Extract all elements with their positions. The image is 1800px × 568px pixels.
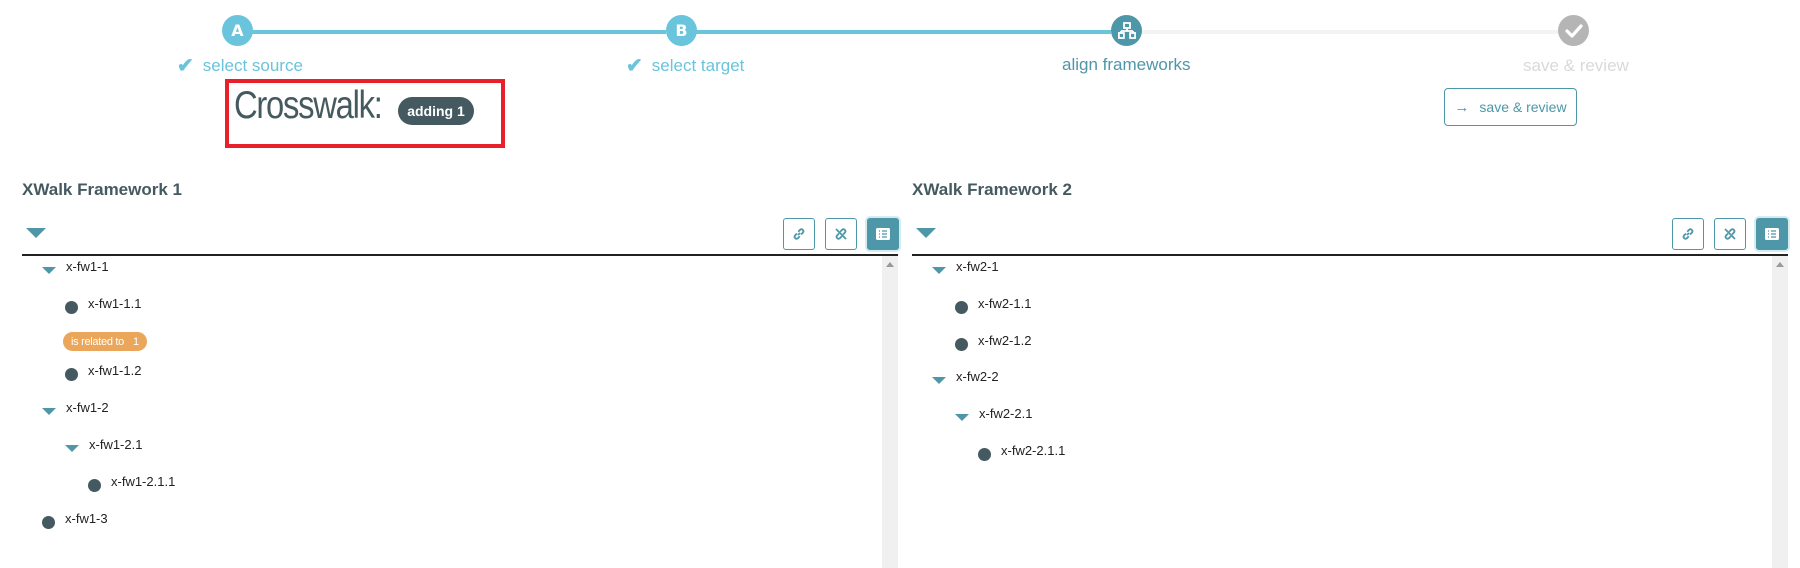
list-icon	[876, 228, 890, 240]
tree-node[interactable]: x-fw1-1	[42, 256, 109, 276]
step-2-text: select target	[651, 56, 745, 75]
leaf-dot-icon	[65, 367, 78, 381]
framework-1-panel: XWalk Framework 1	[22, 176, 899, 568]
panel-toolbar	[1672, 218, 1788, 250]
panel-toolbar	[783, 218, 899, 250]
tree-node[interactable]: x-fw1-2	[42, 397, 109, 417]
step-3-label[interactable]: align frameworks	[1062, 55, 1191, 75]
step-2-circle[interactable]: B	[666, 15, 697, 46]
step-connector	[1141, 30, 1558, 34]
unlink-icon	[835, 228, 847, 240]
link-icon	[1682, 228, 1694, 240]
leaf-dot-icon	[955, 337, 968, 351]
tree-node[interactable]: x-fw2-1.2	[955, 330, 1031, 351]
tree-node[interactable]: x-fw1-3	[42, 508, 108, 529]
step-2-label[interactable]: ✔ select target	[626, 56, 744, 76]
panel-title: XWalk Framework 1	[22, 180, 182, 199]
step-connector	[696, 30, 1111, 34]
arrow-right-icon: →	[1454, 98, 1470, 116]
step-3-circle[interactable]	[1111, 15, 1142, 46]
list-view-button[interactable]	[1756, 218, 1788, 250]
step-1-circle[interactable]: A	[222, 15, 253, 46]
step-4-text: save & review	[1523, 56, 1629, 75]
caret-down-icon[interactable]	[65, 444, 79, 452]
unlink-icon	[1724, 228, 1736, 240]
step-1-label[interactable]: ✔ select source	[177, 56, 303, 76]
collapse-all-toggle[interactable]	[916, 228, 936, 238]
unlink-button[interactable]	[1714, 218, 1746, 250]
leaf-dot-icon	[955, 300, 968, 314]
panel-divider	[912, 254, 1788, 256]
sitemap-icon	[1117, 21, 1136, 39]
tree-node[interactable]: x-fw2-2.1	[955, 403, 1032, 423]
unlink-button[interactable]	[825, 218, 857, 250]
check-icon: ✔	[177, 55, 194, 77]
tree-node[interactable]: x-fw2-1	[932, 256, 999, 276]
letter-a-icon: A	[231, 21, 244, 40]
link-button[interactable]	[783, 218, 815, 250]
tree-node[interactable]: x-fw2-2	[932, 366, 999, 386]
tree-node[interactable]: x-fw1-2.1.1	[88, 471, 175, 492]
check-icon	[1564, 23, 1583, 38]
scroll-up-arrow-icon[interactable]	[886, 262, 894, 267]
link-button[interactable]	[1672, 218, 1704, 250]
step-4-circle[interactable]	[1558, 15, 1589, 46]
letter-b-icon: B	[675, 21, 688, 40]
caret-down-icon[interactable]	[42, 266, 56, 274]
scroll-up-arrow-icon[interactable]	[1776, 262, 1784, 267]
scrollbar[interactable]	[1772, 256, 1788, 568]
panel-divider	[22, 254, 898, 256]
scrollbar[interactable]	[882, 256, 898, 568]
tree-node[interactable]: x-fw2-2.1.1	[978, 440, 1065, 461]
tree-node[interactable]: x-fw1-2.1	[65, 434, 142, 454]
caret-down-icon[interactable]	[932, 266, 946, 274]
tree-node[interactable]: x-fw1-1.2	[65, 360, 141, 381]
save-review-label: save & review	[1479, 99, 1567, 115]
leaf-dot-icon	[978, 447, 991, 461]
highlight-box	[225, 79, 505, 148]
tree-node[interactable]: x-fw2-1.1	[955, 293, 1031, 314]
leaf-dot-icon	[88, 478, 101, 492]
page-title: Crosswalk:	[234, 84, 383, 127]
leaf-dot-icon	[42, 515, 55, 529]
panel-title: XWalk Framework 2	[912, 180, 1072, 199]
relation-badge[interactable]: is related to 1	[63, 332, 147, 351]
list-view-button[interactable]	[867, 218, 899, 250]
step-4-label[interactable]: save & review	[1523, 56, 1629, 76]
step-1-text: select source	[202, 56, 303, 75]
caret-down-icon[interactable]	[955, 413, 969, 421]
link-icon	[793, 228, 805, 240]
leaf-dot-icon	[65, 300, 78, 314]
caret-down-icon[interactable]	[932, 376, 946, 384]
caret-down-icon[interactable]	[42, 407, 56, 415]
list-icon	[1765, 228, 1779, 240]
status-badge: adding 1	[398, 97, 474, 125]
step-connector	[252, 30, 666, 34]
tree-node[interactable]: x-fw1-1.1	[65, 293, 141, 314]
check-icon: ✔	[626, 55, 643, 77]
collapse-all-toggle[interactable]	[26, 228, 46, 238]
step-3-text: align frameworks	[1062, 55, 1191, 74]
save-review-button[interactable]: → save & review	[1444, 88, 1577, 126]
framework-2-panel: XWalk Framework 2	[912, 176, 1788, 568]
wizard-stepper: A B ✔ select source ✔ select target alig…	[0, 0, 1800, 80]
